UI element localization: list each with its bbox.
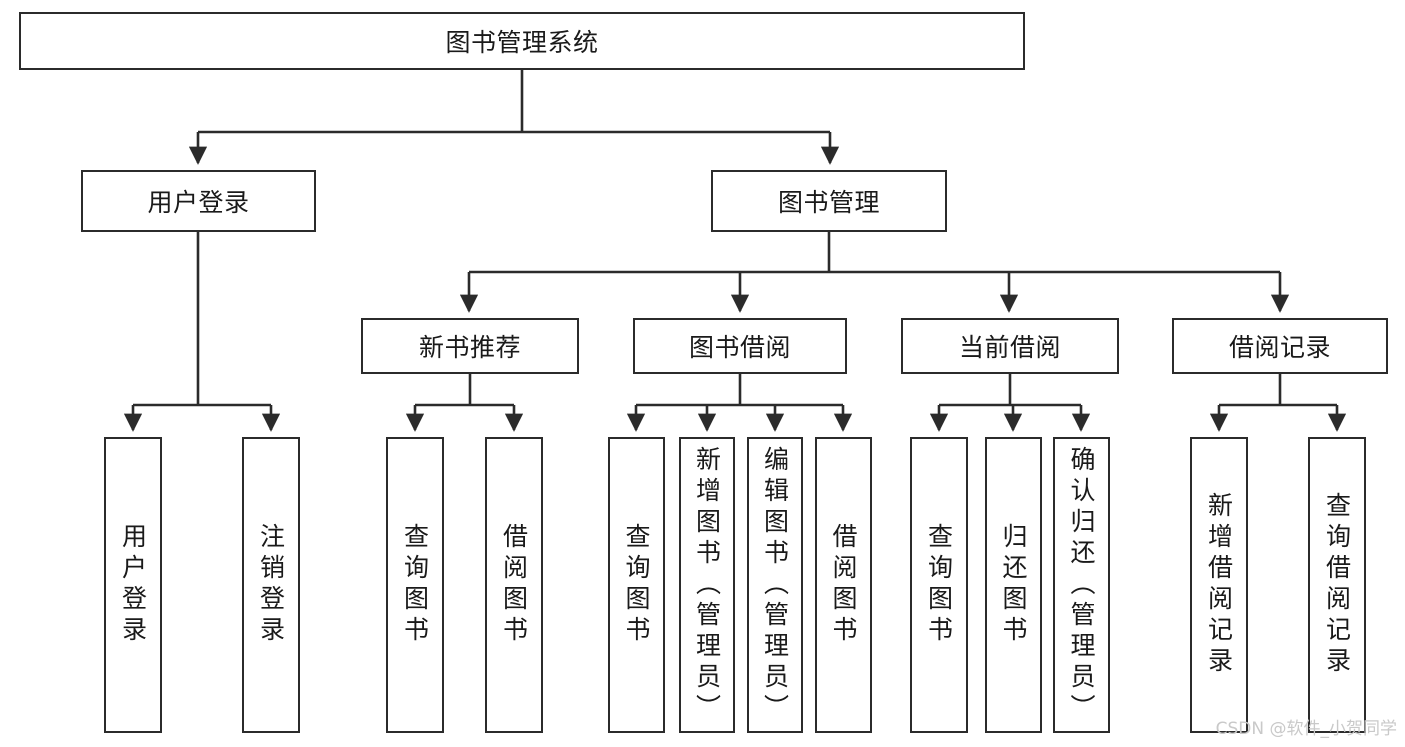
leaf-add-book-admin-label: 新增图书（管理员） — [692, 445, 722, 725]
leaf-query-book-3[interactable]: 查询图书 — [910, 437, 968, 733]
leaf-borrow-book-2-label: 借阅图书 — [829, 523, 858, 647]
leaf-confirm-return-admin-label: 确认归还（管理员） — [1067, 445, 1096, 725]
leaf-return-book[interactable]: 归还图书 — [985, 437, 1042, 733]
leaf-user-login[interactable]: 用户登录 — [104, 437, 162, 733]
leaf-query-book-2-label: 查询图书 — [622, 523, 651, 647]
leaf-return-book-label: 归还图书 — [999, 523, 1028, 647]
leaf-borrow-book-1-label: 借阅图书 — [499, 523, 529, 647]
leaf-logout-login-label: 注销登录 — [256, 523, 286, 647]
node-new-book-recommend[interactable]: 新书推荐 — [361, 318, 579, 374]
node-current-borrow-label: 当前借阅 — [958, 333, 1061, 362]
leaf-query-book-3-label: 查询图书 — [924, 523, 954, 647]
node-book-borrow[interactable]: 图书借阅 — [633, 318, 847, 374]
node-user-login[interactable]: 用户登录 — [81, 170, 316, 232]
node-root[interactable]: 图书管理系统 — [19, 12, 1025, 70]
node-new-book-recommend-label: 新书推荐 — [418, 333, 521, 362]
leaf-confirm-return-admin[interactable]: 确认归还（管理员） — [1053, 437, 1110, 733]
leaf-query-book-1[interactable]: 查询图书 — [386, 437, 444, 733]
leaf-edit-book-admin-label: 编辑图书（管理员） — [760, 445, 790, 725]
node-book-management-label: 图书管理 — [777, 188, 880, 217]
leaf-add-book-admin[interactable]: 新增图书（管理员） — [679, 437, 735, 733]
leaf-query-borrow-record-label: 查询借阅记录 — [1322, 492, 1352, 678]
node-current-borrow[interactable]: 当前借阅 — [901, 318, 1119, 374]
leaf-user-login-label: 用户登录 — [118, 523, 148, 647]
leaf-edit-book-admin[interactable]: 编辑图书（管理员） — [747, 437, 803, 733]
leaf-query-borrow-record[interactable]: 查询借阅记录 — [1308, 437, 1366, 733]
csdn-watermark: CSDN @软件_小贺同学 — [1215, 719, 1397, 739]
node-borrow-record-label: 借阅记录 — [1228, 333, 1331, 362]
leaf-query-book-1-label: 查询图书 — [400, 523, 430, 647]
leaf-borrow-book-1[interactable]: 借阅图书 — [485, 437, 543, 733]
leaf-logout-login[interactable]: 注销登录 — [242, 437, 300, 733]
node-borrow-record[interactable]: 借阅记录 — [1172, 318, 1388, 374]
leaf-add-borrow-record-label: 新增借阅记录 — [1204, 492, 1234, 678]
leaf-query-book-2[interactable]: 查询图书 — [608, 437, 665, 733]
leaf-borrow-book-2[interactable]: 借阅图书 — [815, 437, 872, 733]
leaf-add-borrow-record[interactable]: 新增借阅记录 — [1190, 437, 1248, 733]
node-book-management[interactable]: 图书管理 — [711, 170, 947, 232]
node-root-label: 图书管理系统 — [445, 28, 599, 57]
node-user-login-label: 用户登录 — [147, 188, 250, 217]
node-book-borrow-label: 图书借阅 — [688, 333, 791, 362]
